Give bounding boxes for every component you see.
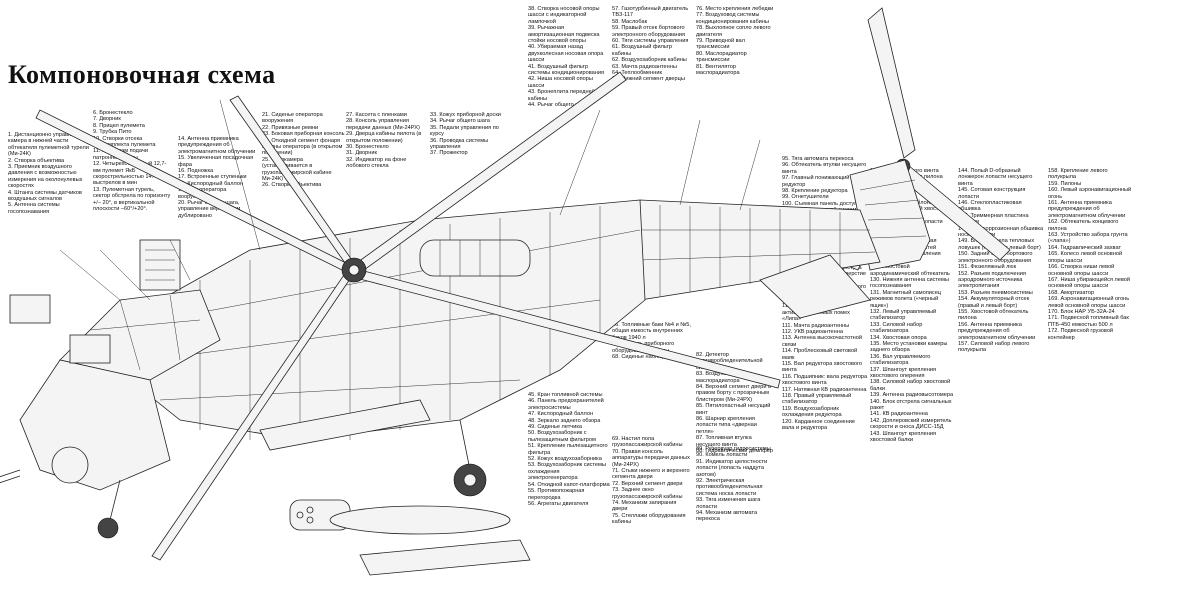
legend-column-12: 45. Кран топливной системы 46. Панель пр…	[528, 392, 610, 507]
legend-column-7: 38. Створка носовой опоры шасси с индика…	[528, 6, 604, 109]
legend-column-17: 144. Полый D-образный лонжерон лопасти н…	[958, 168, 1044, 354]
stub-wing	[259, 399, 431, 451]
legend-column-14: 89. Резервуар гидросистемы 90. Комель ло…	[696, 446, 771, 523]
main-rotor	[35, 71, 781, 561]
equipment-box	[9, 239, 181, 364]
nose-landing-gear	[97, 479, 121, 539]
legend-column-13: 69. Настил пола грузопассажирской кабины…	[612, 436, 690, 526]
external-fuel-tank	[329, 505, 511, 535]
legend-column-1: 1. Дистанционно управляемая камера в ниж…	[8, 132, 89, 215]
legend-column-8: 57. Газотурбинный двигатель ТВ3-117 58. …	[612, 6, 689, 83]
legend-column-2: 6. Бронестекло 7. Дворник 8. Прицел пуле…	[93, 110, 171, 213]
cargo-container	[359, 539, 531, 576]
legend-column-9: 76. Место крепления лебедки 77. Воздухов…	[696, 6, 774, 77]
main-landing-gear	[453, 419, 487, 497]
page-title: Компоновочная схема	[8, 60, 276, 89]
legend-column-5: 27. Кассета с пленками 28. Консоль управ…	[346, 112, 422, 170]
engine	[419, 239, 531, 277]
stabilizer	[759, 254, 871, 319]
machine-gun-barrel	[0, 469, 21, 484]
legend-column-18: 158. Крепление левого полукрыла 159. Пил…	[1048, 168, 1132, 341]
nose-section	[19, 359, 171, 491]
legend-column-6: 33. Кожух приборной доски 34. Рычаг обще…	[430, 112, 501, 157]
